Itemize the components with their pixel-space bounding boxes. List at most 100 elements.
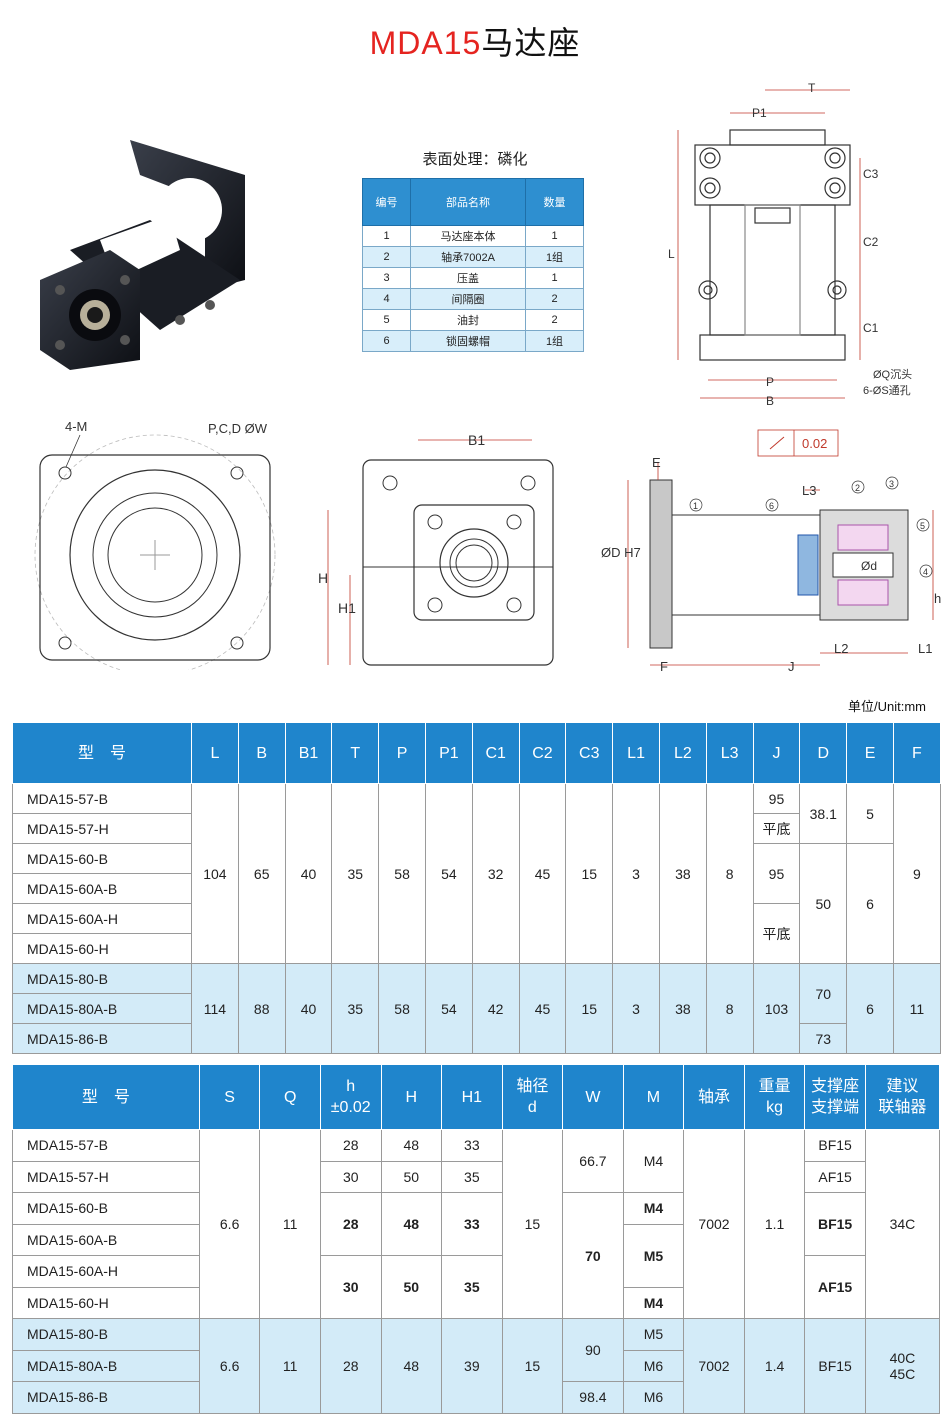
model-cell: MDA15-57-B <box>12 783 192 814</box>
model-cell: MDA15-80A-B <box>12 993 192 1024</box>
cell-P: 58 <box>378 783 426 964</box>
cell-T: 35 <box>331 783 380 964</box>
cell-C1: 32 <box>471 783 520 964</box>
cell-J: 95 <box>752 783 801 814</box>
spec1-header-model: 型 号 <box>12 722 192 784</box>
coupling-value: 40C <box>889 1349 916 1366</box>
spec1-header-L2: L2 <box>658 722 707 784</box>
cell-W: 70 <box>562 1192 624 1319</box>
cell-support: BF15 <box>804 1318 866 1414</box>
cell-H1: 35 <box>441 1160 503 1193</box>
table-row: MDA15-60A-B M5 <box>12 1223 940 1288</box>
cell-support: AF15 <box>804 1160 866 1193</box>
spec2-header-Q: Q <box>259 1064 321 1130</box>
label-D: ØD H7 <box>601 545 641 560</box>
cell-E: 6 <box>846 963 894 1054</box>
label-T: T <box>808 81 816 95</box>
spec1-header-L: L <box>191 722 239 784</box>
cell-B1: 40 <box>284 963 333 1054</box>
label-F: F <box>660 659 668 674</box>
spec1-header-T: T <box>331 722 380 784</box>
table-row: MDA15-57-B 104 65 40 35 58 54 32 45 15 3… <box>12 783 941 964</box>
label-E: E <box>652 455 661 470</box>
cell-M: M5 <box>622 1318 685 1351</box>
cell-h: 28 <box>319 1129 382 1162</box>
spec1-header-L1: L1 <box>612 722 660 784</box>
model-cell: MDA15-60A-H <box>12 1255 200 1288</box>
cell-J: 103 <box>752 963 801 1054</box>
parts-header-name: 部品名称 <box>410 178 526 226</box>
cell-C1: 42 <box>471 963 520 1054</box>
spec2-header-h: h±0.02 <box>319 1064 382 1130</box>
label-C3: C3 <box>863 167 879 181</box>
cell-Q: 11 <box>259 1318 321 1414</box>
title-model: MDA15 <box>369 25 482 61</box>
spec2-header-support: 支撑座支撑端 <box>804 1064 866 1130</box>
cell-W: 98.4 <box>562 1381 624 1414</box>
cell-J: 平底 <box>752 903 801 964</box>
spec2-header-coupling: 建议联轴器 <box>864 1064 941 1130</box>
spec1-header-C1: C1 <box>471 722 520 784</box>
table-row: MDA15-57-H 30 50 35 AF15 <box>12 1160 940 1193</box>
label-C1: C1 <box>863 321 879 335</box>
spec1-header-J: J <box>752 722 801 784</box>
cell-d: 15 <box>501 1318 564 1414</box>
spec1-header-C2: C2 <box>518 722 567 784</box>
spec1-header-L3: L3 <box>705 722 754 784</box>
spec2-header-M: M <box>622 1064 685 1130</box>
balloon-3: 3 <box>889 479 894 489</box>
spec1-header-C3: C3 <box>565 722 614 784</box>
label-h: h <box>934 591 941 606</box>
cell-d: 15 <box>501 1129 564 1319</box>
spec1-header-E: E <box>846 722 894 784</box>
model-cell: MDA15-57-H <box>12 1160 200 1193</box>
model-cell: MDA15-80A-B <box>12 1349 200 1382</box>
model-cell: MDA15-60-B <box>12 1192 200 1225</box>
table-row: MDA15-80-B 114 88 40 35 58 54 42 45 15 3… <box>12 963 941 1054</box>
parts-header-no: 编号 <box>362 178 411 226</box>
cell-h: 28 <box>319 1318 382 1414</box>
label-L1: L1 <box>918 641 932 656</box>
cell-L: 104 <box>191 783 239 964</box>
cell-B: 88 <box>237 963 286 1054</box>
cell-weight: 1.1 <box>743 1129 806 1319</box>
cell-L1: 3 <box>612 783 660 964</box>
spec2-header-model: 型 号 <box>12 1064 200 1130</box>
model-cell: MDA15-60A-B <box>12 1223 200 1256</box>
label-L: L <box>668 247 675 261</box>
header-text: 重量 <box>758 1078 791 1095</box>
spec1-header-P: P <box>378 722 426 784</box>
balloon-6: 6 <box>769 501 774 511</box>
cell-H: 50 <box>380 1255 443 1319</box>
header-text: h <box>346 1078 356 1095</box>
cell-coupling: 34C <box>864 1129 941 1319</box>
spec2-header-S: S <box>198 1064 261 1130</box>
cell-H1: 35 <box>441 1255 503 1319</box>
cell-J: 平底 <box>752 813 801 844</box>
cell-bearing: 7002 <box>683 1318 745 1414</box>
cell-C3: 15 <box>565 963 614 1054</box>
label-B: B <box>766 394 774 408</box>
cell-bearing: 7002 <box>683 1129 745 1319</box>
cell-L2: 38 <box>658 783 707 964</box>
table-row: MDA15-60A-H 平底 <box>12 903 941 964</box>
label-B1: B1 <box>468 432 485 448</box>
label-J: J <box>788 659 795 674</box>
cell-P: 58 <box>378 963 426 1054</box>
cell-P1: 54 <box>424 783 473 964</box>
cell-L3: 8 <box>705 963 754 1054</box>
side-view-drawing: B1 H H1 <box>318 432 554 666</box>
cell-h: 30 <box>319 1255 382 1319</box>
spec2-header-W: W <box>562 1064 624 1130</box>
cell-support: BF15 <box>804 1192 866 1256</box>
table-row: MDA15-80-B 6.6 11 28 48 39 15 90 M5 7002… <box>12 1318 941 1414</box>
cell-W: 90 <box>562 1318 624 1382</box>
model-cell: MDA15-60A-B <box>12 873 192 904</box>
model-cell: MDA15-80-B <box>12 1318 200 1351</box>
cell-H: 48 <box>380 1192 443 1256</box>
cell-H1: 33 <box>441 1129 503 1162</box>
